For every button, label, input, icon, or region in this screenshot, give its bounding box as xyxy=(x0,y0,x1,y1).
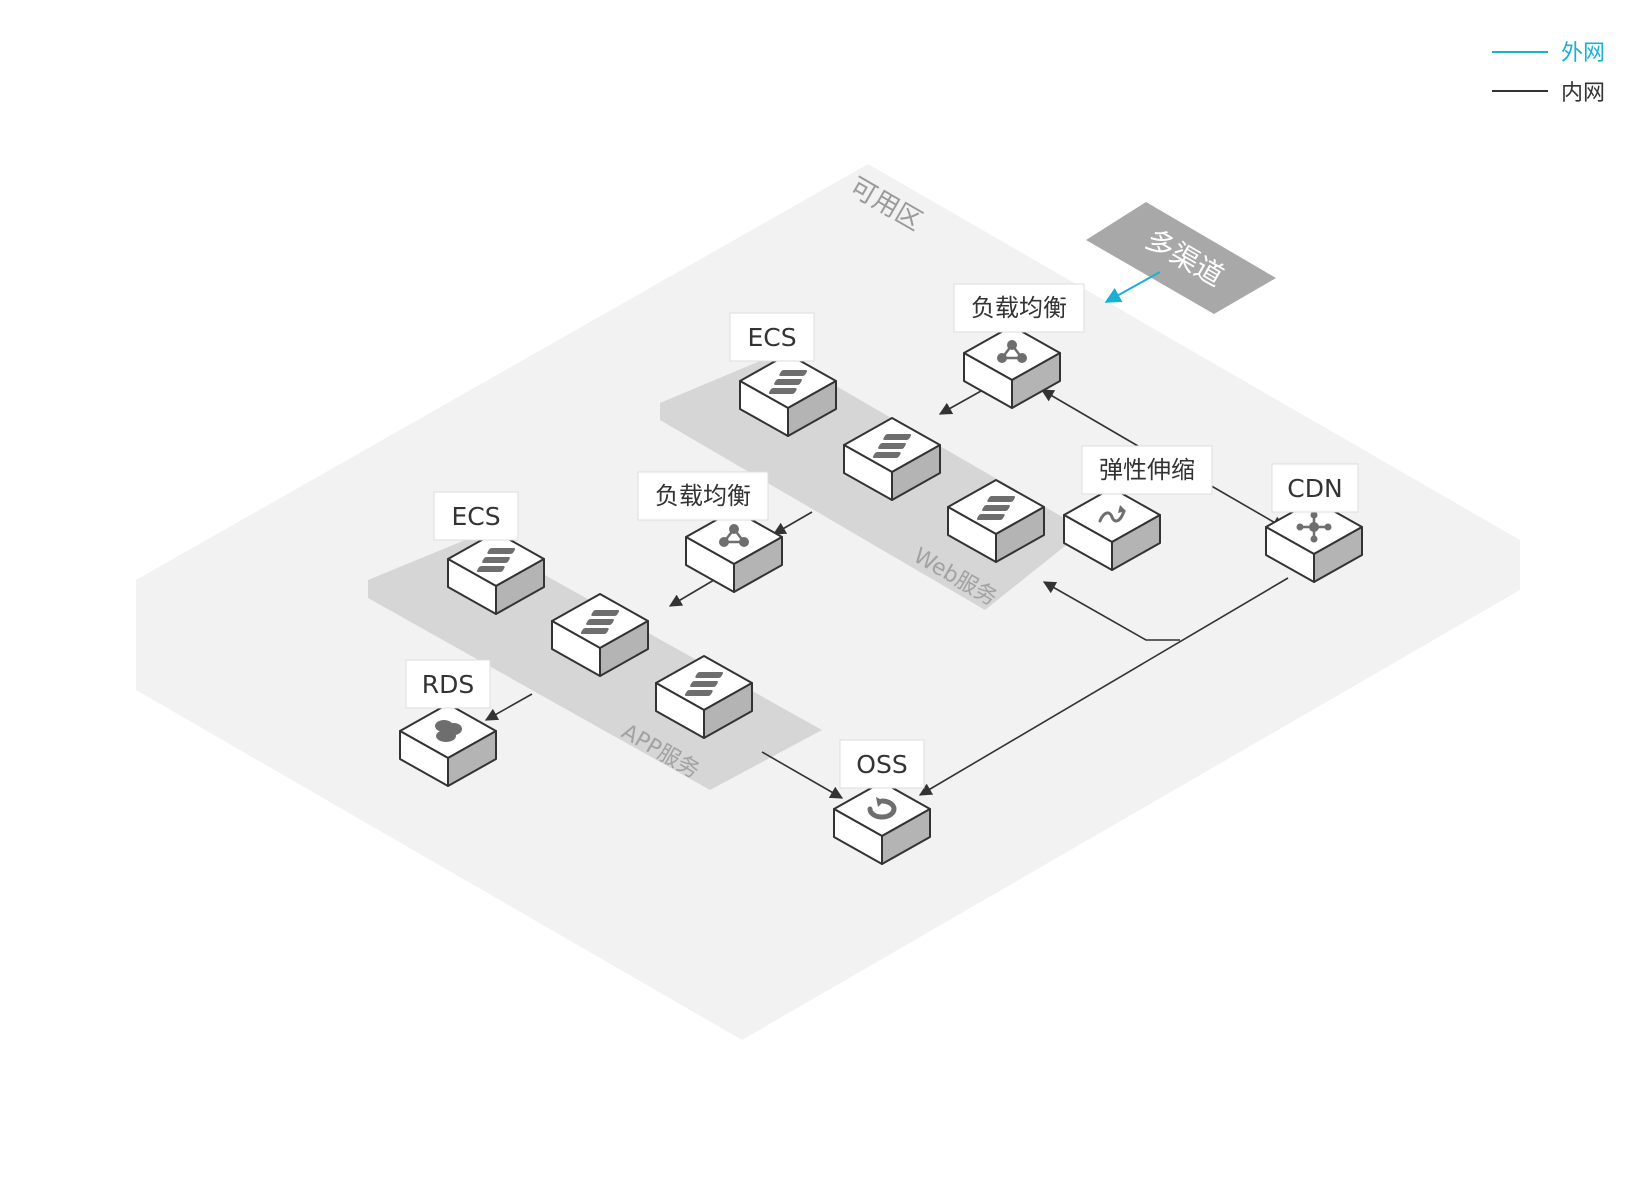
svg-text:RDS: RDS xyxy=(422,670,475,699)
link-ecs-app-to-oss xyxy=(761,751,844,799)
autoscaling-node xyxy=(1063,487,1161,571)
svg-text:ECS: ECS xyxy=(451,502,500,531)
link-autoscaling-to-cdn xyxy=(1207,483,1286,529)
server-icon xyxy=(872,434,912,458)
oss-label: OSS xyxy=(839,739,925,789)
ecs-app-server-3 xyxy=(655,655,753,739)
svg-text:负载均衡: 负载均衡 xyxy=(655,482,751,510)
ecs-web-server-3 xyxy=(947,479,1045,563)
server-icon xyxy=(976,496,1016,520)
link-ecs-web-to-slb-mid xyxy=(772,511,813,535)
link-branch-to-web xyxy=(1042,581,1180,641)
load-balancer-icon xyxy=(719,524,749,547)
server-icon xyxy=(684,672,724,696)
storage-icon xyxy=(867,797,897,820)
slb-top-node xyxy=(963,325,1061,409)
availability-zone xyxy=(136,164,1520,1040)
cdn-node xyxy=(1265,499,1363,583)
link-ecs-app-to-rds xyxy=(484,693,533,721)
cdn-icon xyxy=(1296,511,1332,543)
ecs-app-server-1 xyxy=(447,531,545,615)
database-icon xyxy=(435,720,462,742)
ecs-web-label: ECS xyxy=(729,312,815,362)
rds-node xyxy=(399,703,497,787)
legend: 外网 内网 xyxy=(1492,41,1605,106)
svg-text:ECS: ECS xyxy=(747,323,796,352)
external-link-multichannel-to-slb xyxy=(1104,271,1161,303)
slb-top-label: 负载均衡 xyxy=(953,283,1085,333)
load-balancer-icon xyxy=(997,340,1027,363)
ecs-web-server-1 xyxy=(739,353,837,437)
cdn-label: CDN xyxy=(1271,463,1359,513)
legend-internal-label: 内网 xyxy=(1561,81,1605,106)
server-icon xyxy=(476,548,516,572)
node-labels: 负载均衡 ECS 弹性伸缩 CDN 负载均衡 ECS RDS OSS xyxy=(405,283,1359,789)
svg-text:CDN: CDN xyxy=(1287,474,1342,503)
legend-external-label: 外网 xyxy=(1561,41,1605,66)
autoscaling-label: 弹性伸缩 xyxy=(1081,445,1213,495)
ecs-app-server-2 xyxy=(551,593,649,677)
link-slb-mid-to-ecs-app xyxy=(668,579,715,607)
rds-label: RDS xyxy=(405,659,491,709)
link-autoscaling-to-slb xyxy=(1040,389,1139,447)
svg-text:负载均衡: 负载均衡 xyxy=(971,294,1067,322)
ecs-web-server-2 xyxy=(843,417,941,501)
ecs-app-label: ECS xyxy=(433,491,519,541)
auto-scaling-icon xyxy=(1098,505,1126,523)
connections xyxy=(484,271,1289,799)
server-icon xyxy=(768,370,808,394)
slb-mid-node xyxy=(685,509,783,593)
oss-node xyxy=(833,781,931,865)
svg-text:弹性伸缩: 弹性伸缩 xyxy=(1099,456,1195,484)
slb-mid-label: 负载均衡 xyxy=(637,471,769,521)
svg-text:OSS: OSS xyxy=(856,750,907,779)
link-cdn-to-oss xyxy=(918,577,1289,796)
server-icon xyxy=(580,610,620,634)
